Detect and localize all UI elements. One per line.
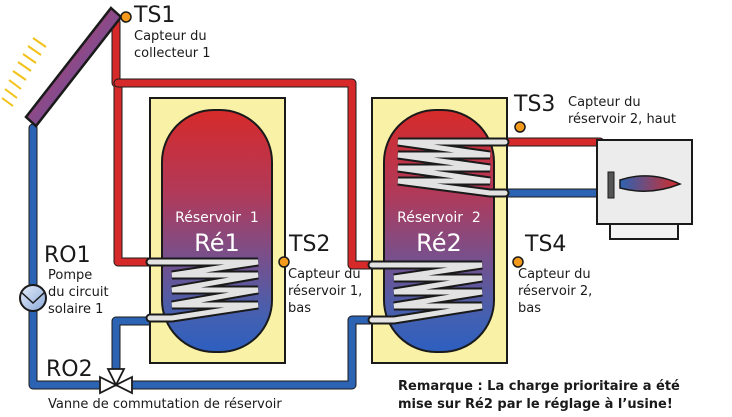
tank2-name: Réservoir 2 [397,210,481,226]
collector-panel [24,6,123,128]
ts3-code: TS3 [514,92,556,117]
tank2-upper-coil [397,137,510,198]
burner-flame [619,175,682,192]
ts2-desc-line3: bas [288,301,311,316]
ts2-code: TS2 [289,232,331,257]
ro2-code: RO2 [46,357,93,382]
ro1-code: RO1 [44,243,91,268]
tank1-code: Ré1 [194,229,240,257]
ro1-desc-line2: du circuit [48,285,109,300]
cold-pipe-tank1-fill [112,317,154,376]
ts3-sensor-dot [514,121,526,133]
pipes [28,17,605,390]
ts2-desc-line2: réservoir 1, [288,284,363,299]
ts4-desc-line3: bas [518,301,541,316]
ts1-desc-line2: collecteur 1 [134,46,211,61]
ts4-desc-line2: réservoir 2, [518,284,593,299]
ts1-code: TS1 [134,3,176,28]
sun-rays [1,37,47,107]
boiler [596,139,693,240]
boiler-base [609,223,679,240]
valve-ro2 [99,368,133,395]
ts1-sensor-dot [120,11,132,23]
ro2-desc: Vanne de commutation de réservoir [48,397,282,412]
cold-pipe-return-fill [29,124,104,389]
cold-pipe-tank1 [111,316,155,377]
note-line1: Remarque : La charge prioritaire a été [398,379,680,394]
tank1-name: Réservoir 1 [175,210,259,226]
tank2-lower-coil [367,260,483,325]
ts3-desc-line2: réservoir 2, haut [568,112,676,127]
ts3-desc-line1: Capteur du [568,95,641,110]
tank2-code: Ré2 [416,229,462,257]
pump-ro1 [19,284,47,312]
ts2-desc-line1: Capteur du [288,267,361,282]
note-line2: mise sur Ré2 par le réglage à l’usine! [398,397,673,412]
ts4-desc-line1: Capteur du [518,267,591,282]
hot-pipe-tank2-fill [114,79,376,269]
tank2 [367,97,510,364]
tank1 [145,97,286,364]
solar-collector [1,6,123,128]
tank1-coil [145,257,259,323]
ts2-sensor-dot [278,256,290,268]
ts1-desc-line1: Capteur du [134,29,207,44]
ts4-sensor-dot [512,256,524,268]
ro1-desc-line1: Pompe [48,268,93,283]
ts4-code: TS4 [525,232,567,257]
cold-pipe-tank2-fill [128,316,376,389]
boiler-door [607,171,615,199]
ro1-desc-line3: solaire 1 [48,302,104,317]
